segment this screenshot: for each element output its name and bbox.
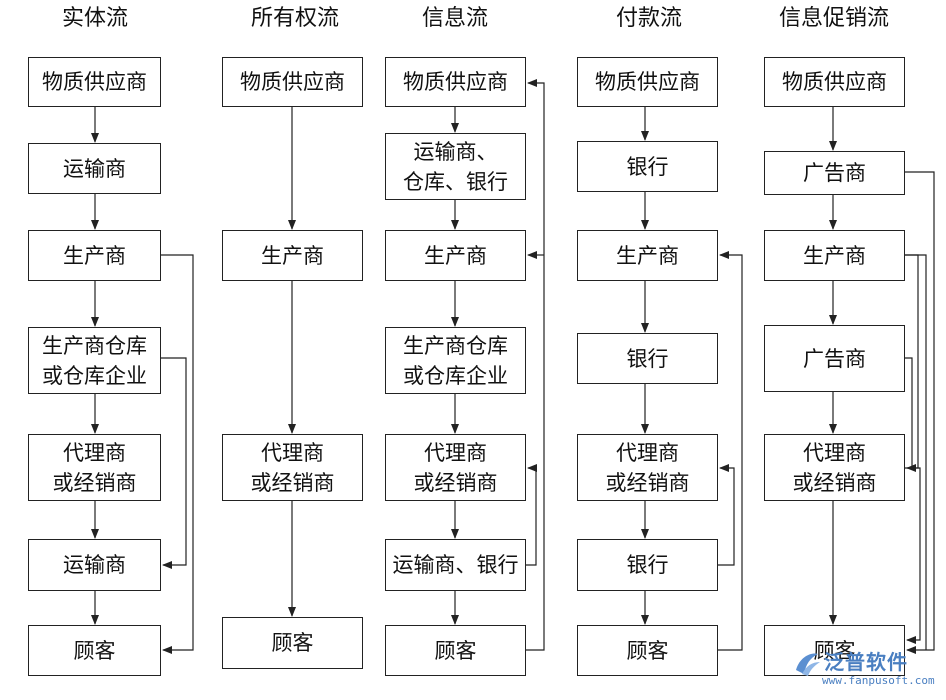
payment-node-manufacturer: 生产商 xyxy=(577,230,718,281)
information-node-agent-distributor: 代理商 或经销商 xyxy=(385,434,526,501)
payment-node-agent-distributor: 代理商 或经销商 xyxy=(577,434,718,501)
promotion-node-supplier: 物质供应商 xyxy=(764,57,905,107)
information-node-transport-bank-2: 运输商、银行 xyxy=(385,539,526,591)
payment-node-bank-3: 银行 xyxy=(577,539,718,591)
promotion-node-advertiser-2: 广告商 xyxy=(764,325,905,392)
physical-node-supplier: 物质供应商 xyxy=(28,57,161,107)
information-node-customer: 顾客 xyxy=(385,625,526,676)
fanpusoft-watermark: 泛普软件 www.fanpusoft.com xyxy=(788,642,938,698)
physical-node-manufacturer: 生产商 xyxy=(28,230,161,281)
payment-node-supplier: 物质供应商 xyxy=(577,57,718,107)
information-node-supplier: 物质供应商 xyxy=(385,57,526,107)
column-title-payment-flow: 付款流 xyxy=(615,6,682,31)
payment-node-customer: 顾客 xyxy=(577,625,718,676)
physical-side-loop-outer xyxy=(161,254,194,654)
physical-node-transporter-2: 运输商 xyxy=(28,539,161,591)
information-node-manufacturer: 生产商 xyxy=(385,230,526,281)
promotion-node-manufacturer: 生产商 xyxy=(764,230,905,281)
information-feedback-to-agent xyxy=(526,464,537,566)
promotion-loop-advertiser2-to-agent xyxy=(905,357,913,468)
information-feedback-to-supplier xyxy=(526,79,545,651)
column-title-information-flow: 信息流 xyxy=(421,6,488,31)
physical-node-customer: 顾客 xyxy=(28,625,161,676)
physical-side-loop-inner xyxy=(161,357,187,569)
ownership-node-agent-distributor: 代理商 或经销商 xyxy=(222,434,363,501)
watermark-url: www.fanpusoft.com xyxy=(822,674,935,687)
ownership-node-manufacturer: 生产商 xyxy=(222,230,363,281)
promotion-loop-advertiser-to-customer xyxy=(905,171,935,654)
promotion-loop-agent-to-customer xyxy=(905,467,921,644)
ownership-node-customer: 顾客 xyxy=(222,617,363,669)
physical-node-agent-distributor: 代理商 或经销商 xyxy=(28,434,161,501)
payment-back-loop-inner xyxy=(718,464,735,566)
payment-node-bank-2: 银行 xyxy=(577,333,718,384)
payment-back-loop-outer xyxy=(718,251,743,651)
promotion-node-agent-distributor: 代理商 或经销商 xyxy=(764,434,905,501)
information-node-warehouse: 生产商仓库 或仓库企业 xyxy=(385,327,526,394)
fanpusoft-logo-icon xyxy=(796,653,820,676)
physical-node-transporter: 运输商 xyxy=(28,143,161,194)
physical-node-warehouse: 生产商仓库 或仓库企业 xyxy=(28,327,161,394)
payment-node-bank: 银行 xyxy=(577,141,718,192)
promotion-loop-manufacturer-a xyxy=(905,254,927,650)
column-title-promotion-flow: 信息促销流 xyxy=(778,6,889,31)
watermark-brand-name: 泛普软件 xyxy=(824,650,908,674)
column-title-ownership-flow: 所有权流 xyxy=(250,6,339,31)
column-title-physical-flow: 实体流 xyxy=(61,6,128,31)
promotion-node-advertiser: 广告商 xyxy=(764,151,905,195)
promotion-node-customer: 顾客 xyxy=(764,625,905,676)
ownership-node-supplier: 物质供应商 xyxy=(222,57,363,107)
information-node-transport-bank: 运输商、 仓库、银行 xyxy=(385,133,526,200)
